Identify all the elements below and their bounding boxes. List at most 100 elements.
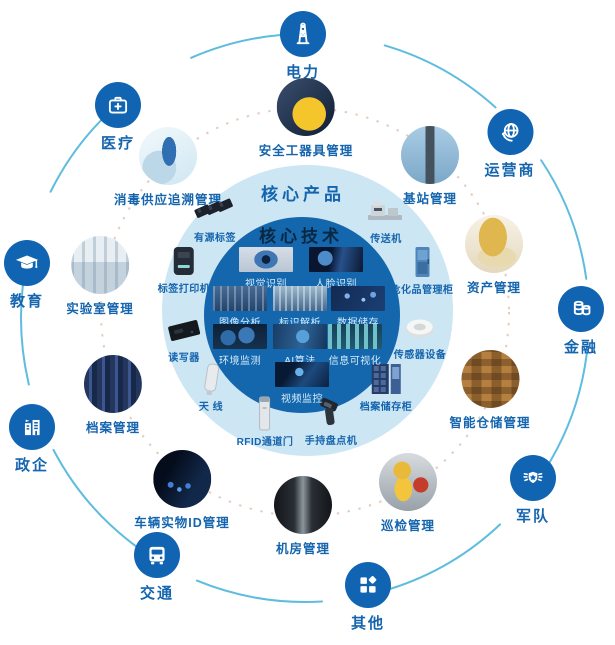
- warehouse-photo: [460, 350, 519, 408]
- sector-operator: 运营商: [484, 109, 535, 180]
- tech-info-visualization: 信息可视化: [328, 323, 382, 367]
- ring-item-sensor-device: 传感器设备: [394, 310, 447, 361]
- product-base-station: 基站管理: [401, 126, 459, 207]
- sector-label-electric-power: 电力: [285, 64, 320, 81]
- tech-face-recognition: 人脸识别: [309, 246, 363, 290]
- product-server-room: 机房管理: [274, 476, 332, 557]
- hazmat-cabinet-image: [400, 245, 444, 279]
- product-label-safety-tools: 安全工器具管理: [258, 144, 354, 158]
- tech-image-analysis: 图像分析: [213, 285, 267, 329]
- identifier-resolution-image: [273, 285, 327, 311]
- core-products-title: 核心产品: [261, 185, 345, 204]
- product-label-vehicle-id: 车辆实物ID管理: [134, 516, 230, 530]
- ring-label-active-tag: 有源标签: [194, 233, 236, 244]
- ring-item-active-tag: 有源标签: [193, 193, 237, 244]
- shield-icon: [510, 455, 556, 501]
- sector-label-operator: 运营商: [484, 162, 536, 179]
- ring-label-sensor-device: 传感器设备: [393, 350, 447, 361]
- sector-electric-power: 电力: [280, 11, 326, 82]
- sector-transport: 交通: [134, 532, 180, 603]
- ring-label-handheld-scanner: 手持盘点机: [304, 436, 358, 447]
- vehicle-id-photo: [152, 450, 211, 508]
- antenna-image: [189, 362, 233, 396]
- tech-label-info-visualization: 信息可视化: [328, 355, 382, 367]
- ring-item-antenna: 天 线: [189, 362, 233, 413]
- rfid-reader-image: [162, 313, 206, 347]
- environment-monitoring-image: [213, 323, 267, 349]
- safety-tools-photo: [276, 78, 335, 136]
- sector-label-transport: 交通: [139, 585, 174, 602]
- product-label-warehouse: 智能仓储管理: [449, 416, 531, 430]
- ring-label-antenna: 天 线: [198, 402, 224, 413]
- label-printer-image: [162, 244, 206, 278]
- active-tag-image: [193, 193, 237, 227]
- medkit-icon: [95, 82, 141, 128]
- sector-label-education: 教育: [9, 293, 44, 310]
- product-label-inspection: 巡检管理: [380, 519, 435, 533]
- graduation-cap-icon: [4, 240, 50, 286]
- tech-video-surveillance: 视频监控: [275, 361, 329, 405]
- disinfection-photo: [138, 127, 197, 185]
- product-safety-tools: 安全工器具管理: [259, 78, 354, 159]
- globe-icon: [486, 109, 533, 155]
- info-visualization-image: [328, 323, 382, 349]
- sector-medical: 医疗: [95, 82, 141, 153]
- image-analysis-image: [213, 285, 267, 311]
- sector-label-other: 其他: [350, 615, 385, 632]
- product-label-asset: 资产管理: [466, 281, 521, 295]
- ring-label-rfid-gate: RFID通道门: [236, 437, 294, 448]
- data-storage-image: [331, 285, 385, 311]
- tech-label-ai-algorithm: AI算法: [284, 352, 315, 367]
- base-station-photo: [401, 126, 459, 184]
- product-asset: 资产管理: [465, 215, 523, 296]
- tech-label-visual-recognition: 视觉识别: [245, 278, 287, 290]
- server-room-photo: [274, 476, 332, 534]
- video-surveillance-image: [275, 361, 329, 387]
- sector-label-military: 军队: [515, 508, 550, 525]
- ring-item-conveyor: 传送机: [364, 194, 408, 245]
- ring-label-label-printer: 标签打印机: [157, 284, 211, 295]
- sensor-device-image: [398, 310, 442, 344]
- ring-label-archive-cabinet: 档案储存柜: [359, 402, 413, 413]
- product-inspection: 巡检管理: [379, 453, 437, 534]
- laboratory-photo: [70, 236, 129, 294]
- ring-item-hazmat-cabinet: 危化品管理柜: [391, 245, 454, 296]
- face-recognition-image: [309, 246, 363, 272]
- ai-algorithm-image: [273, 323, 327, 349]
- product-disinfection: 消毒供应追溯管理: [114, 127, 222, 208]
- archive-photo: [84, 355, 142, 413]
- tech-label-identifier-resolution: 标识解析: [279, 314, 321, 329]
- tech-identifier-resolution: 标识解析: [273, 285, 327, 329]
- ring-label-conveyor: 传送机: [370, 234, 402, 245]
- building-icon: [9, 404, 55, 450]
- ring-item-handheld-scanner: 手持盘点机: [305, 396, 358, 447]
- product-label-archive: 档案管理: [85, 421, 140, 435]
- archive-cabinet-image: [364, 362, 408, 396]
- handheld-scanner-image: [309, 396, 353, 430]
- rfid-gate-image: [243, 396, 287, 431]
- product-warehouse: 智能仓储管理: [449, 350, 530, 431]
- tech-ai-algorithm: AI算法: [273, 323, 327, 367]
- sector-label-finance: 金融: [563, 339, 598, 356]
- coins-icon: [558, 286, 604, 332]
- product-laboratory: 实验室管理: [66, 236, 134, 317]
- inspection-photo: [379, 453, 437, 511]
- product-label-laboratory: 实验室管理: [66, 302, 134, 316]
- sector-education: 教育: [4, 240, 50, 311]
- sector-label-government: 政企: [14, 457, 49, 474]
- product-archive: 档案管理: [84, 355, 142, 436]
- tech-label-environment-monitoring: 环境监测: [219, 355, 261, 367]
- ring-item-rfid-reader: 读写器: [162, 313, 206, 364]
- ring-item-label-printer: 标签打印机: [158, 244, 211, 295]
- tech-label-face-recognition: 人脸识别: [315, 278, 357, 290]
- conveyor-image: [364, 194, 408, 228]
- tech-label-data-storage: 数据储存: [337, 314, 379, 329]
- visual-recognition-image: [239, 246, 293, 272]
- product-label-server-room: 机房管理: [275, 542, 330, 556]
- product-label-base-station: 基站管理: [402, 192, 457, 206]
- tech-visual-recognition: 视觉识别: [239, 246, 293, 290]
- tech-environment-monitoring: 环境监测: [213, 323, 267, 367]
- bus-icon: [134, 532, 180, 578]
- power-tower-icon: [280, 11, 326, 57]
